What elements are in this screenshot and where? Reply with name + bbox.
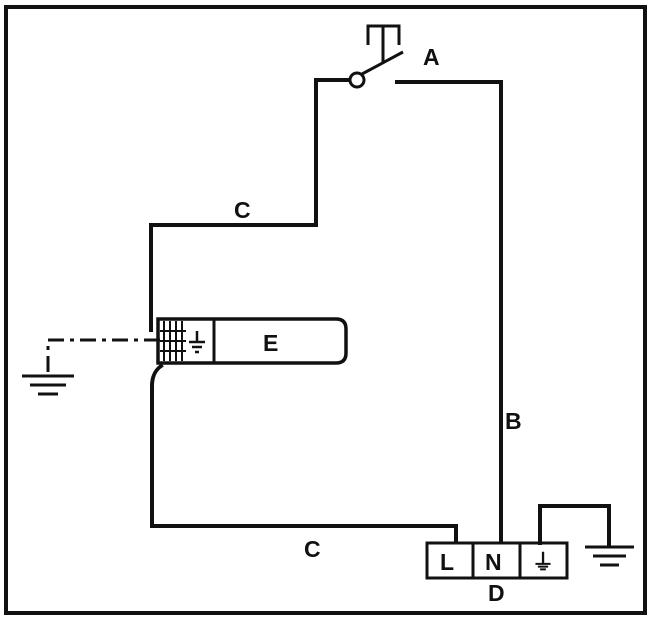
- earth-ground-icon: [22, 374, 74, 396]
- lamp-earth-wire: [46, 338, 160, 374]
- switch-label: A: [423, 44, 440, 70]
- earth-ground-icon: [585, 545, 634, 567]
- wire-b-label: B: [505, 408, 522, 434]
- diagram-frame: [4, 5, 647, 615]
- terminal-block-label: D: [488, 580, 505, 606]
- terminal-live-label: L: [440, 549, 454, 575]
- switch-icon: [149, 24, 404, 332]
- terminal-earth-symbol: ⏚: [532, 551, 554, 576]
- wire-c-bottom-label: C: [304, 536, 321, 562]
- lamp-holder-icon: [156, 317, 348, 365]
- terminal-earth-wire: [538, 504, 611, 547]
- wire-c-bottom: [150, 363, 458, 545]
- wire-b: [395, 80, 503, 545]
- terminal-block: [425, 541, 569, 580]
- terminal-neutral-label: N: [485, 549, 502, 575]
- lamp-body: [156, 317, 348, 365]
- lamp-label: E: [263, 330, 278, 356]
- wire-c-top-label: C: [234, 197, 251, 223]
